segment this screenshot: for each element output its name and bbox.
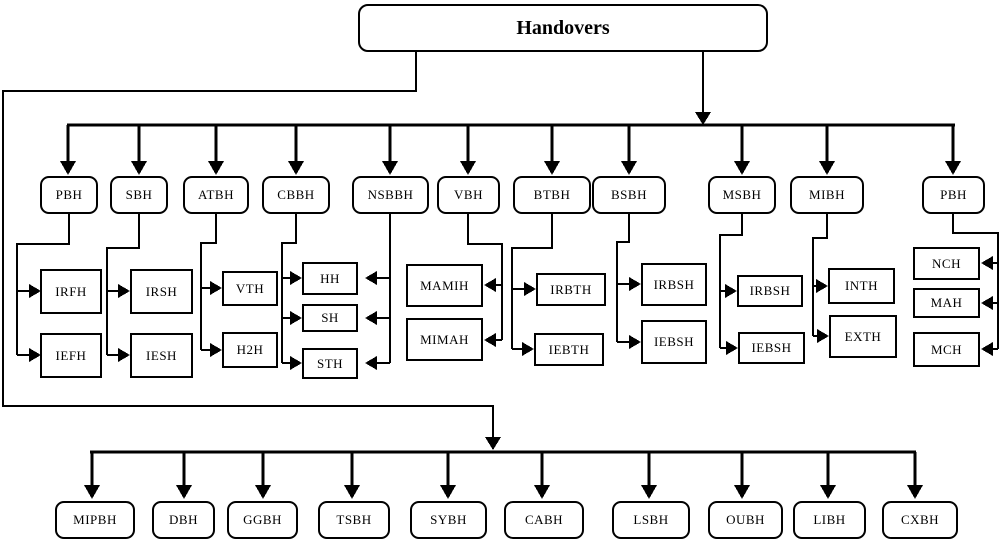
- leaf-exth: EXTH: [829, 315, 897, 358]
- leaf-irfh: IRFH: [40, 269, 102, 314]
- node-cabh: CABH: [504, 501, 584, 539]
- leaf-hh: HH: [302, 262, 358, 295]
- node-handovers: Handovers: [358, 4, 768, 52]
- leaf-irbth: IRBTH: [536, 273, 606, 306]
- node-mibh: MIBH: [790, 176, 864, 214]
- leaf-mah: MAH: [913, 288, 980, 318]
- leaf-mimah: MIMAH: [406, 318, 483, 361]
- leaf-h2h: H2H: [222, 332, 278, 368]
- node-libh: LIBH: [793, 501, 866, 539]
- node-oubh: OUBH: [708, 501, 783, 539]
- leaf-sh: SH: [302, 304, 358, 332]
- node-atbh: ATBH: [183, 176, 249, 214]
- leaf-mch: MCH: [913, 332, 980, 367]
- leaf-inth: INTH: [828, 268, 895, 304]
- node-tsbh: TSBH: [318, 501, 390, 539]
- child-connectors: [16, 214, 999, 370]
- node-msbh: MSBH: [708, 176, 776, 214]
- leaf-irbsh: IRBSH: [641, 263, 707, 306]
- leaf-irbsh-2: IRBSH: [737, 275, 803, 307]
- node-mipbh: MIPBH: [55, 501, 135, 539]
- node-btbh: BTBH: [513, 176, 591, 214]
- node-dbh: DBH: [152, 501, 215, 539]
- node-vbh: VBH: [437, 176, 500, 214]
- node-bsbh: BSBH: [592, 176, 666, 214]
- leaf-iebsh: IEBSH: [641, 320, 707, 364]
- leaf-irsh: IRSH: [130, 269, 193, 314]
- leaf-iebth: IEBTH: [534, 333, 604, 366]
- node-pbh: PBH: [40, 176, 98, 214]
- leaf-nch: NCH: [913, 247, 980, 280]
- leaf-iesh: IESH: [130, 333, 193, 378]
- node-sybh: SYBH: [410, 501, 487, 539]
- row2-distribution: [84, 450, 923, 499]
- node-lsbh: LSBH: [612, 501, 690, 539]
- node-sbh: SBH: [110, 176, 168, 214]
- node-pbh-2: PBH: [922, 176, 985, 214]
- leaf-iefh: IEFH: [40, 333, 102, 378]
- leaf-iebsh-2: IEBSH: [738, 332, 805, 364]
- node-cxbh: CXBH: [882, 501, 958, 539]
- root-connectors: [2, 52, 711, 450]
- node-nsbbh: NSBBH: [352, 176, 429, 214]
- leaf-sth: STH: [302, 348, 358, 379]
- leaf-vth: VTH: [222, 271, 278, 306]
- leaf-mamih: MAMIH: [406, 264, 483, 307]
- node-ggbh: GGBH: [227, 501, 298, 539]
- row1-distribution: [60, 123, 961, 175]
- node-cbbh: CBBH: [262, 176, 330, 214]
